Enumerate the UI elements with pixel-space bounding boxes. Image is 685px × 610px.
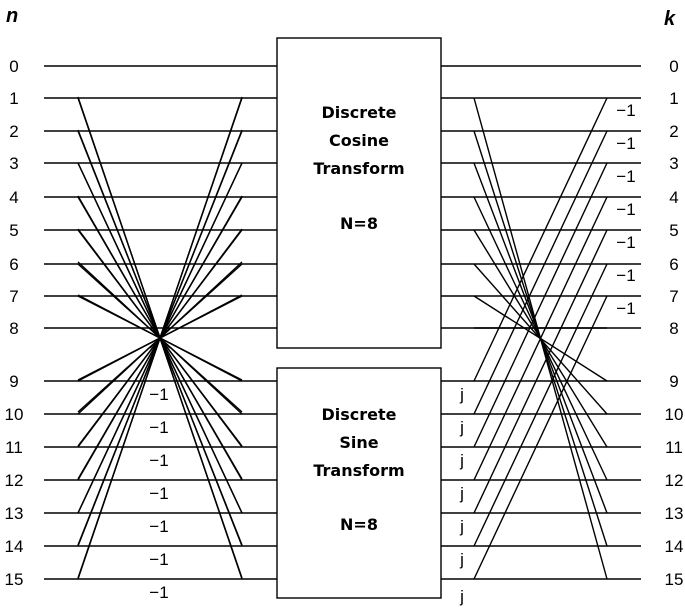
dct-block: Discrete Cosine Transform N=8 (276, 37, 442, 349)
right-cross-up-3 (473, 162, 608, 448)
input-index-11: 11 (5, 438, 23, 457)
dst-weight-j-2: j (459, 451, 464, 470)
left-weight-minus-one-6: −1 (149, 583, 168, 602)
right-cross-up-1 (473, 97, 608, 382)
left-weight-minus-one-1: −1 (149, 418, 168, 437)
input-index-4: 4 (9, 188, 18, 207)
dst-size-label: N=8 (340, 515, 378, 534)
right-weight-minus-one-3: −1 (616, 200, 635, 219)
input-index-2: 2 (9, 122, 18, 141)
output-index-2: 2 (669, 122, 678, 141)
input-index-5: 5 (9, 221, 18, 240)
dst-box (276, 367, 442, 599)
right-cross-up-6 (473, 263, 608, 547)
dst-weight-j-3: j (459, 484, 464, 503)
right-cross-down-7 (473, 295, 608, 382)
output-index-5: 5 (669, 221, 678, 240)
right-cross-up-5 (473, 229, 608, 514)
output-index-8: 8 (669, 319, 678, 338)
dst-title-line-3: Transform (313, 461, 404, 480)
dst-weight-j-0: j (459, 385, 464, 404)
output-index-9: 9 (669, 372, 678, 391)
wire-layer (44, 65, 641, 580)
input-index-0: 0 (9, 57, 18, 76)
dst-title-line-1: Discrete (321, 405, 396, 424)
input-index-13: 13 (5, 504, 24, 523)
input-index-3: 3 (9, 154, 18, 173)
right-weight-minus-one-4: −1 (616, 233, 635, 252)
dst-weight-j-1: j (459, 418, 464, 437)
input-axis-label-n: n (6, 5, 18, 27)
right-cross-up-7 (473, 295, 608, 580)
dst-title-line-2: Sine (339, 433, 378, 452)
input-index-7: 7 (9, 287, 18, 306)
dst-weight-j-6: j (459, 587, 464, 606)
input-index-14: 14 (5, 537, 24, 556)
output-index-4: 4 (669, 188, 678, 207)
left-weight-minus-one-0: −1 (149, 385, 168, 404)
right-weight-minus-one-5: −1 (616, 266, 635, 285)
output-index-14: 14 (665, 537, 684, 556)
input-index-1: 1 (9, 89, 18, 108)
right-weight-minus-one-0: −1 (616, 101, 635, 120)
dst-block: Discrete Sine Transform N=8 (276, 367, 442, 599)
output-index-1: 1 (669, 89, 678, 108)
input-index-12: 12 (5, 471, 24, 490)
left-weight-minus-one-2: −1 (149, 451, 168, 470)
dct-title-line-3: Transform (313, 159, 404, 178)
right-cross-up-2 (473, 130, 608, 415)
output-index-11: 11 (665, 438, 683, 457)
output-index-0: 0 (669, 57, 678, 76)
dst-weight-j-4: j (459, 517, 464, 536)
output-index-10: 10 (665, 405, 684, 424)
input-index-8: 8 (9, 319, 18, 338)
left-weight-minus-one-4: −1 (149, 517, 168, 536)
input-index-9: 9 (9, 372, 18, 391)
input-index-10: 10 (5, 405, 24, 424)
left-butterfly-edge-b-15 (77, 96, 243, 580)
output-axis-label-k: k (664, 8, 676, 30)
output-index-7: 7 (669, 287, 678, 306)
output-index-6: 6 (669, 255, 678, 274)
output-index-12: 12 (665, 471, 684, 490)
right-weight-minus-one-1: −1 (616, 134, 635, 153)
output-index-13: 13 (665, 504, 684, 523)
right-weight-minus-one-6: −1 (616, 299, 635, 318)
output-index-3: 3 (669, 154, 678, 173)
input-index-6: 6 (9, 255, 18, 274)
dct-box (276, 37, 442, 349)
dct-title-line-1: Discrete (321, 103, 396, 122)
dst-weight-j-5: j (459, 550, 464, 569)
left-weight-minus-one-3: −1 (149, 484, 168, 503)
dct-size-label: N=8 (340, 214, 378, 233)
input-index-15: 15 (5, 570, 24, 589)
right-weight-minus-one-2: −1 (616, 167, 635, 186)
left-weight-minus-one-5: −1 (149, 550, 168, 569)
output-index-15: 15 (665, 570, 684, 589)
dct-title-line-2: Cosine (329, 131, 389, 150)
